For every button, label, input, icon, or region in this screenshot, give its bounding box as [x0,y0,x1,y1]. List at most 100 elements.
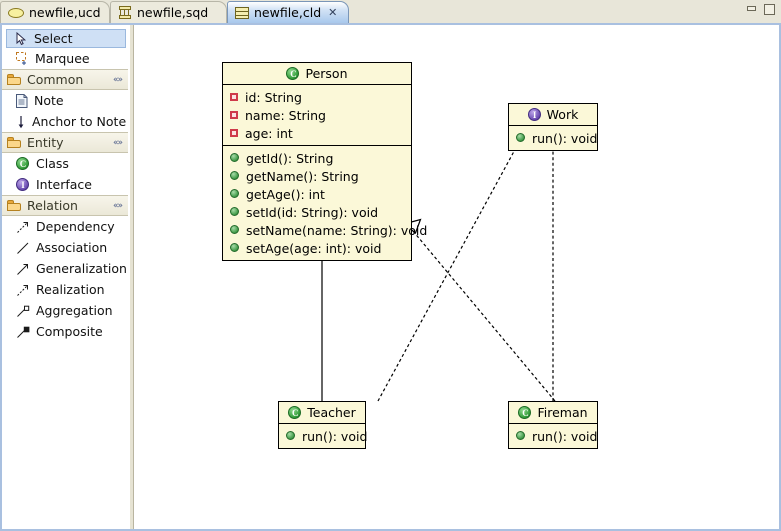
maximize-button[interactable] [763,3,777,16]
editor-body: Select Marquee [0,23,781,531]
public-marker-icon [516,431,526,441]
palette-group-header-common[interactable]: Common «» [2,69,128,90]
tab-newfile-cld[interactable]: newfile,cld ✕ [227,1,349,23]
private-marker-icon [230,128,239,138]
anchor-to-note-icon [16,115,26,129]
sequence-diagram-icon [118,5,132,20]
interface-icon: I [527,107,542,122]
palette-group-header-relation[interactable]: Relation «» [2,195,128,216]
collapse-icon[interactable]: «» [112,75,123,85]
palette-item-label: Generalization [36,261,127,276]
uml-class-fireman[interactable]: C Fireman run(): void [508,401,598,449]
palette-group-title: Relation [27,198,78,213]
uml-class-title: C Teacher [279,402,365,424]
palette-item-label: Dependency [36,219,115,234]
palette-item-note[interactable]: Note [2,90,128,111]
folder-icon [7,73,22,86]
tab-newfile-sqd[interactable]: newfile,sqd [110,1,227,23]
class-icon: C [288,405,302,420]
palette-group-header-entity[interactable]: Entity «» [2,132,128,153]
private-marker-icon [230,110,239,120]
uml-method-row[interactable]: run(): void [509,427,597,445]
uml-attribute-row[interactable]: age: int [223,124,411,142]
palette-item-class[interactable]: C Class [2,153,128,174]
uml-method-row[interactable]: getAge(): int [223,185,411,203]
palette-group-common: Common «» Note [2,69,128,132]
realization-icon [16,283,30,297]
uml-methods-section: run(): void [279,424,367,448]
tab-label: newfile,sqd [137,5,209,20]
uml-method-row[interactable]: setAge(age: int): void [223,239,411,257]
uml-class-name: Work [546,107,579,122]
uml-attributes-section: id: String name: String age: int [223,85,411,146]
palette-canvas-sash[interactable] [129,25,134,529]
class-icon: C [286,66,300,81]
palette-group-relation: Relation «» Dependency [2,195,128,342]
palette-item-realization[interactable]: Realization [2,279,128,300]
uml-methods-section: run(): void [509,126,597,150]
public-marker-icon [516,133,526,143]
palette-item-aggregation[interactable]: Aggregation [2,300,128,321]
generalization-icon [16,262,30,276]
palette-item-interface[interactable]: I Interface [2,174,128,195]
public-marker-icon [230,171,240,181]
composite-icon [16,325,30,339]
palette-item-label: Note [34,93,64,108]
dependency-icon [16,220,30,234]
window-controls [745,3,777,16]
uml-class-person[interactable]: C Person id: String name: String [222,62,427,261]
uml-attribute-row[interactable]: name: String [223,106,411,124]
uml-method-row[interactable]: run(): void [509,129,597,147]
uml-class-title: I Work [509,104,597,126]
uml-method-row[interactable]: getId(): String [223,149,411,167]
palette-item-dependency[interactable]: Dependency [2,216,128,237]
class-diagram-icon [235,6,249,19]
palette-item-label: Select [34,31,73,46]
public-marker-icon [230,243,240,253]
collapse-icon[interactable]: «» [112,138,123,148]
tab-newfile-ucd[interactable]: newfile,ucd [0,1,110,23]
tab-label: newfile,ucd [29,5,101,20]
usecase-diagram-icon [8,7,24,19]
public-marker-icon [230,189,240,199]
uml-attribute-row[interactable]: id: String [223,88,411,106]
palette-item-select[interactable]: Select [6,29,126,48]
uml-class-name: Fireman [537,405,588,420]
uml-method-row[interactable]: run(): void [279,427,367,445]
editor-tab-bar: newfile,ucd newfile,sqd newfile,cld ✕ [0,0,781,23]
palette-item-label: Class [36,156,69,171]
palette-item-label: Interface [36,177,92,192]
cursor-icon [16,31,28,46]
palette-item-label: Marquee [35,51,90,66]
palette-item-label: Aggregation [36,303,113,318]
palette-group-title: Entity [27,135,64,150]
tab-label: newfile,cld [254,5,322,20]
private-marker-icon [230,92,239,102]
uml-interface-work[interactable]: I Work run(): void [508,103,598,151]
uml-method-row[interactable]: setId(id: String): void [223,203,411,221]
uml-method-row[interactable]: getName(): String [223,167,411,185]
palette-item-label: Composite [36,324,103,339]
palette-item-anchor-to-note[interactable]: Anchor to Note [2,111,128,132]
note-icon [16,93,28,108]
collapse-icon[interactable]: «» [112,201,123,211]
minimize-button[interactable] [745,3,759,16]
palette-item-marquee[interactable]: Marquee [2,48,128,69]
uml-class-name: Teacher [307,405,356,420]
class-icon: C [16,156,30,171]
palette-item-association[interactable]: Association [2,237,128,258]
association-icon [16,241,30,255]
uml-methods-section: getId(): String getName(): String getAge… [223,146,427,260]
uml-method-row[interactable]: setName(name: String): void [223,221,427,239]
diagram-canvas[interactable]: C Person id: String name: String [135,25,779,529]
palette-item-generalization[interactable]: Generalization [2,258,128,279]
public-marker-icon [230,207,240,217]
uml-class-name: Person [305,66,348,81]
uml-class-teacher[interactable]: C Teacher run(): void [278,401,367,449]
palette-item-composite[interactable]: Composite [2,321,128,342]
palette-item-label: Association [36,240,108,255]
close-icon[interactable]: ✕ [328,6,338,19]
uml-class-title: C Fireman [509,402,597,424]
aggregation-icon [16,304,30,318]
folder-icon [7,199,22,212]
